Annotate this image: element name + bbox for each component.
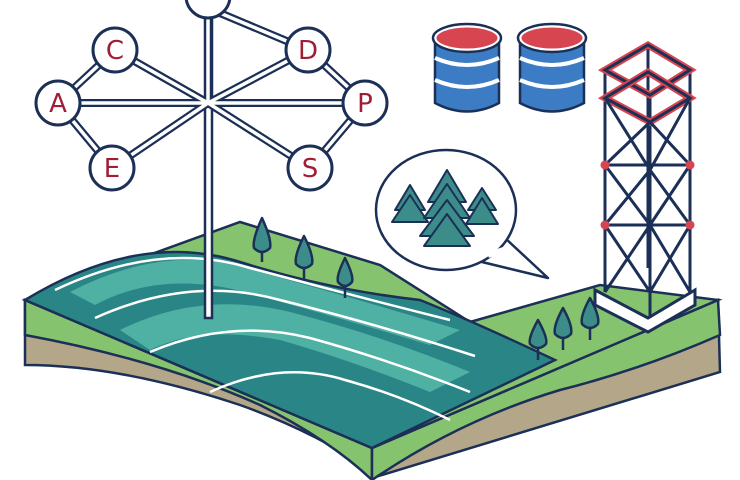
tree-icon — [252, 216, 272, 262]
terrain-block — [21, 220, 723, 480]
node-label-s: S — [302, 154, 319, 184]
tower-joints — [600, 160, 695, 230]
database-icon — [431, 22, 503, 113]
node-label-e: E — [104, 154, 120, 184]
trees — [252, 216, 600, 360]
network-node-s: S — [286, 144, 334, 192]
network-connections-inner — [56, 6, 367, 170]
node-label-d: D — [298, 36, 318, 66]
river-wave-2 — [94, 289, 476, 358]
river-wave-3 — [149, 329, 471, 394]
forest-icon — [391, 169, 499, 247]
forest-speech-bubble-icon — [374, 148, 550, 280]
river — [22, 250, 558, 450]
tree-icon — [294, 234, 314, 280]
lattice-tower-icon — [593, 40, 697, 334]
network-node-a: A — [34, 79, 82, 127]
tree-icon — [580, 296, 600, 340]
node-label-c: C — [106, 36, 124, 66]
network-node-top — [184, 0, 232, 20]
node-label-p: P — [357, 89, 373, 119]
river-band-1 — [70, 259, 460, 345]
river-wave-4 — [209, 371, 451, 422]
tree-icon — [336, 256, 354, 298]
network-node-p: P — [341, 79, 389, 127]
network-nodes: C D A P E S — [34, 0, 389, 192]
network-node-d: D — [284, 26, 332, 74]
database-icon — [516, 22, 588, 113]
grass-right-face — [370, 298, 722, 480]
node-label-a: A — [49, 89, 67, 119]
river-wave-1 — [54, 256, 451, 322]
tree-icon — [553, 306, 573, 350]
river-band-2 — [120, 304, 470, 392]
network-node-e: E — [88, 144, 136, 192]
tree-icon — [528, 318, 548, 360]
network-node-c: C — [91, 26, 139, 74]
grass-left-face — [23, 298, 374, 480]
